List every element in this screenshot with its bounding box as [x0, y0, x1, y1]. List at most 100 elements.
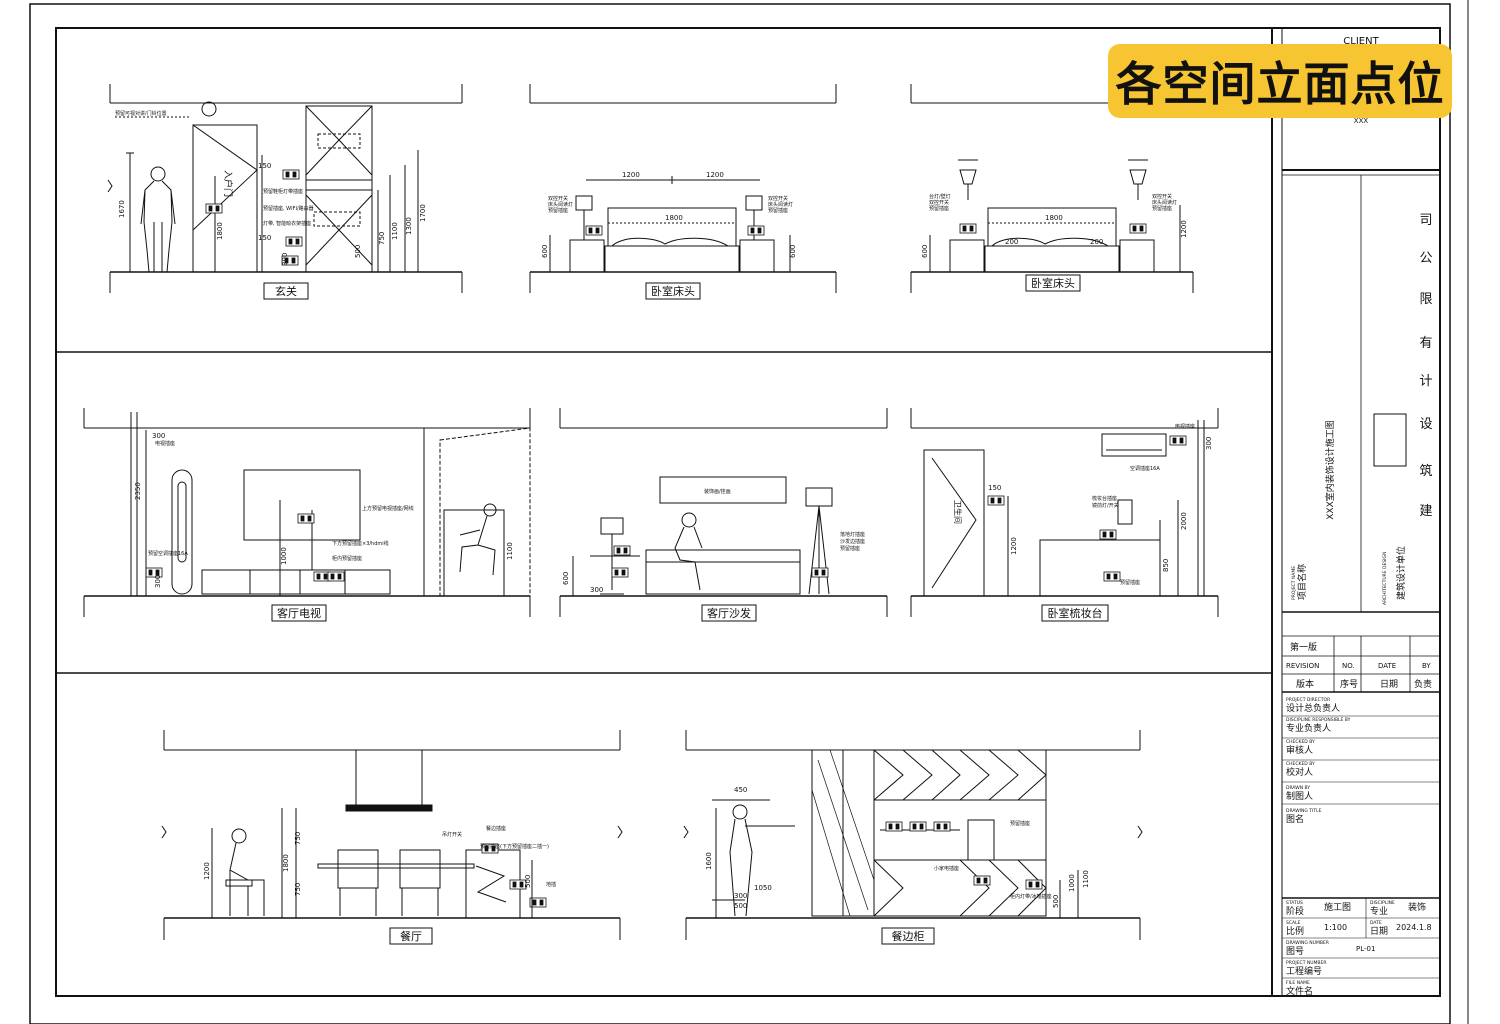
caption-bedroom-2: 卧室床头: [1025, 274, 1081, 292]
role-cn: 设计总负责人: [1286, 702, 1340, 714]
file-name-en: FILE NAME: [1286, 980, 1310, 986]
company-char: 有: [1419, 336, 1432, 351]
status-value: 施工图: [1324, 901, 1351, 913]
bed1-note-left: 预留插座: [548, 207, 568, 214]
dresser-notes: 空调插座16A 梳妆台插座 镜前灯/开关 预留插座 电视插座: [1092, 423, 1195, 586]
dim-dining-500: 500: [524, 875, 532, 888]
entrance-note: 预留可视对讲/门铃位置: [115, 110, 167, 117]
caption-bedroom-1: 卧室床头: [645, 282, 701, 300]
role-cn: 制图人: [1286, 790, 1313, 802]
role-en: CHECKED BY: [1286, 739, 1315, 745]
dim-entrance-1700: 1700: [419, 204, 427, 222]
dim-sideboard-500b: 500: [1052, 895, 1060, 908]
role-en: DRAWN BY: [1286, 785, 1310, 791]
project-number-cn: 工程编号: [1286, 965, 1322, 977]
dim-tv-1000: 1000: [280, 547, 288, 565]
dresser-note: 预留插座: [1120, 579, 1140, 586]
dim-entrance-500: 500: [354, 245, 362, 258]
dim-bed2-600: 600: [921, 245, 929, 258]
bedroom2-text: 1800 200 200 600 1200: [921, 214, 1188, 258]
date-value: 2024.1.8: [1396, 923, 1432, 932]
dim-bed1-600b: 600: [789, 245, 797, 258]
drawing-number-en: DRAWING NUMBER: [1286, 940, 1329, 946]
drawing-number-cn: 图号: [1286, 946, 1304, 957]
dim-entrance-300: 300: [281, 253, 289, 266]
rev-header-cn: 日期: [1380, 679, 1398, 690]
project-name-cn: 项目名称: [1296, 564, 1308, 600]
caption-entrance: 玄关: [263, 282, 309, 300]
client-label: CLIENT: [1343, 36, 1379, 47]
elevation-sideboard: [683, 730, 1143, 940]
role-en: PROJECT DIRECTOR: [1286, 697, 1330, 703]
living-tv-notes: 电视插座 上方预留电视插座/网线 下方预留插座×3/hdmi线 预留空调插座16…: [148, 440, 414, 562]
sideboard-note: 预留插座: [1010, 820, 1030, 827]
elevation-entrance: [107, 84, 463, 293]
bedroom2-notes: 台灯/壁灯 双控开关 预留插座 双控开关 床头阅读灯 预留插座: [929, 193, 1177, 212]
entrance-notes: 预留可视对讲/门铃位置 预留鞋柜灯带插座 预留插座, WIFI/路由器 灯带, …: [115, 110, 314, 227]
dresser-note: 梳妆台插座: [1092, 495, 1117, 502]
project-name-value: XXX室内装饰设计施工图: [1324, 420, 1336, 520]
company-char: 司: [1419, 213, 1432, 228]
date-en: DATE: [1370, 920, 1382, 926]
dim-tv-2350: 2350: [134, 482, 142, 500]
dim-entrance-150b: 150: [258, 234, 271, 242]
caption-living-tv: 客厅电视: [271, 604, 327, 622]
bedroom1-notes: 双控开关 床头阅读灯 预留插座 双控开关 床头阅读灯 预留插座: [548, 195, 793, 214]
dining-note: 预留插座(下方预留插座二插一): [480, 843, 549, 850]
dim-bed2-1800: 1800: [1045, 214, 1063, 222]
dim-bed1-1800: 1800: [665, 214, 683, 222]
dim-entrance-1800: 1800: [216, 222, 224, 240]
dim-bed1-1200a: 1200: [622, 171, 640, 179]
role-cn: 专业负责人: [1286, 722, 1331, 734]
sideboard-note: 柜内灯带/冰箱插座: [1010, 893, 1052, 900]
revision-first: 第一版: [1290, 641, 1317, 653]
caption-entrance-text: 玄关: [275, 284, 297, 298]
bed2-note-left: 双控开关: [929, 199, 949, 206]
scale-en: SCALE: [1286, 920, 1301, 926]
sofa-note: 沙发边插座: [840, 538, 865, 545]
caption-sideboard-text: 餐边柜: [892, 929, 925, 943]
drawing-number-value: PL-01: [1356, 945, 1375, 953]
dim-sofa-300: 300: [590, 586, 603, 594]
dining-note: 吊灯开关: [442, 831, 462, 838]
caption-dresser: 卧室梳妆台: [1041, 604, 1109, 622]
rev-header-en: DATE: [1378, 662, 1396, 670]
dim-dresser-850: 850: [1162, 559, 1170, 572]
dining-notes: 吊灯开关 餐边插座 预留插座(下方预留插座二插一) 地插: [442, 825, 556, 888]
entrance-door-label: 入户门: [222, 170, 234, 197]
company-char: 筑: [1419, 463, 1432, 479]
role-cn: 审核人: [1286, 744, 1313, 756]
company-char: 公: [1419, 251, 1432, 266]
discipline-en: DISCIPLINE: [1370, 900, 1395, 906]
dim-sideboard-1100: 1100: [1082, 870, 1090, 888]
entrance-note: 灯带, 智能晾衣架插座: [263, 220, 311, 227]
dim-dresser-2000: 2000: [1180, 512, 1188, 530]
bed1-note-right: 床头阅读灯: [768, 201, 793, 208]
project-number-en: PROJECT NUMBER: [1286, 960, 1326, 966]
sideboard-dims: 450 1600 1050 300 500 500 1000 1100: [705, 786, 1090, 910]
discipline-cn: 专业: [1370, 905, 1388, 917]
bed1-note-right: 预留插座: [768, 207, 788, 214]
bed2-note-left: 台灯/壁灯: [929, 193, 951, 200]
dresser-text: 卫生间 150 1200 2000 850 300: [953, 437, 1213, 572]
dim-bed1-1200b: 1200: [706, 171, 724, 179]
elevation-bedroom-1: [529, 84, 837, 293]
dim-sideboard-450: 450: [734, 786, 747, 794]
dim-entrance-750: 750: [378, 232, 386, 245]
tv-note: 预留空调插座16A: [148, 550, 188, 557]
dresser-note: 空调插座16A: [1130, 465, 1160, 472]
dim-tv-300b: 300: [154, 575, 162, 588]
company-char: 计: [1419, 374, 1432, 389]
sofa-note: 预留插座: [840, 545, 860, 552]
company-char: 限: [1419, 292, 1432, 307]
company-char: 设: [1419, 417, 1432, 432]
living-sofa-notes: 落地灯插座 沙发边插座 预留插座: [840, 531, 865, 552]
arch-design-cn: 建筑设计单位: [1395, 546, 1407, 600]
dresser-door-label: 卫生间: [953, 500, 963, 524]
date-cn: 日期: [1370, 926, 1388, 937]
tv-note: 下方预留插座×3/hdmi线: [332, 540, 389, 547]
elevation-living-tv: [83, 408, 531, 617]
caption-living-sofa-text: 客厅沙发: [707, 606, 751, 620]
tv-note: 电视插座: [155, 440, 175, 447]
